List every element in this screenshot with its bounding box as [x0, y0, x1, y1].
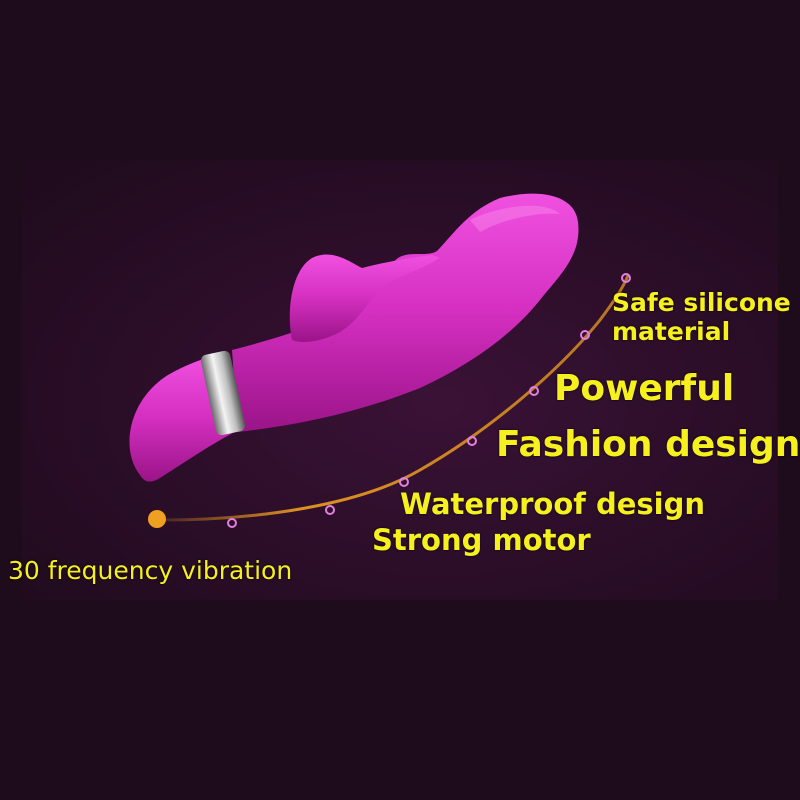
product-highlight [470, 205, 560, 232]
product-arm [289, 254, 440, 343]
feature-label-fashion: Fashion design [496, 424, 800, 465]
feature-label-safe-material: Safe silicone material [612, 288, 791, 346]
feature-label-waterproof: Waterproof design [400, 487, 706, 521]
product-ring [200, 350, 246, 436]
feature-marker [621, 273, 631, 283]
feature-label-motor: Strong motor [372, 523, 591, 557]
feature-marker [580, 330, 590, 340]
curve-origin-dot [148, 510, 166, 528]
product-shaft [232, 193, 579, 432]
feature-label-powerful: Powerful [554, 368, 735, 409]
feature-marker [467, 436, 477, 446]
feature-curve [159, 274, 630, 522]
feature-marker [227, 518, 237, 528]
feature-label-frequency: 30 frequency vibration [8, 556, 293, 585]
feature-marker [529, 386, 539, 396]
feature-marker [325, 505, 335, 515]
feature-marker [399, 477, 409, 487]
